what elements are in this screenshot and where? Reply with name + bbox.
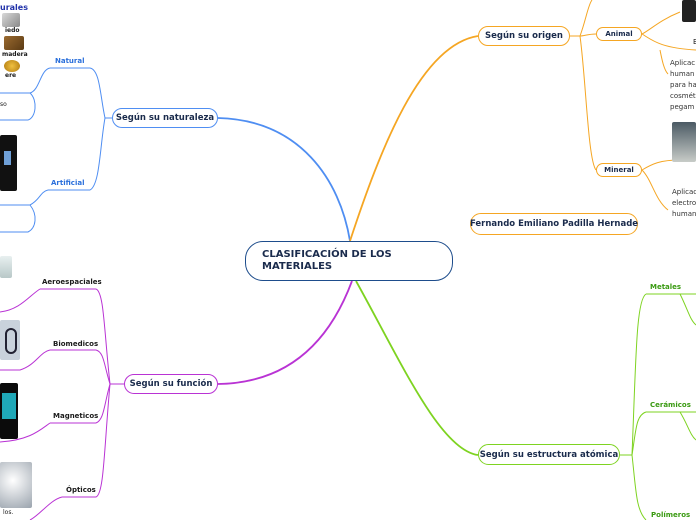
sample-label-2: madera xyxy=(2,51,28,58)
aero-image xyxy=(0,256,12,278)
edge-aero-left xyxy=(0,288,41,313)
branch-estructura-label: Según su estructura atómica xyxy=(479,449,619,460)
animal-desc-line-4: cosmét xyxy=(670,92,696,100)
subnode-animal[interactable]: Animal xyxy=(596,27,642,41)
author-node[interactable]: Fernando Emiliano Padilla Hernade xyxy=(470,213,638,235)
edge-animal-down xyxy=(641,33,696,51)
sample-image-2 xyxy=(4,36,24,50)
label-magneticos-text: Magneticos xyxy=(53,412,99,420)
sample-label-3: ere xyxy=(5,72,16,79)
animal-image xyxy=(682,0,696,22)
sample-text-3: ere xyxy=(5,72,17,79)
edge-mag-left xyxy=(0,422,51,443)
edge-ceramicos-right xyxy=(679,411,696,441)
sample-label-1: iedo xyxy=(5,27,20,34)
sample-text-2: madera xyxy=(2,51,28,58)
mineral-desc-line-2: electro xyxy=(672,199,696,207)
edge-naturaleza-artificial xyxy=(89,117,106,191)
animal-description: Aplicac human para ha cosmét pegam xyxy=(670,58,696,113)
label-ceramicos[interactable]: Cerámicos xyxy=(650,401,691,409)
branch-estructura[interactable]: Según su estructura atómica xyxy=(478,444,620,465)
branch-funcion-label: Según su función xyxy=(129,379,213,389)
animal-desc-line-1: Aplicac xyxy=(670,59,696,67)
animal-tag-text: E xyxy=(693,38,696,46)
root-title: CLASIFICACIÓN DE LOS MATERIALES xyxy=(262,249,392,272)
animal-desc-line-2: human xyxy=(670,70,695,78)
label-aeroespaciales-text: Aeroespaciales xyxy=(42,278,102,286)
branch-naturaleza-label: Según su naturaleza xyxy=(115,113,215,123)
edge-funcion-bio xyxy=(95,349,111,385)
fragment-so: so xyxy=(0,101,7,108)
branch-origen[interactable]: Según su origen xyxy=(478,26,570,46)
label-opticos[interactable]: Ópticos xyxy=(66,486,96,494)
subnode-animal-label: Animal xyxy=(605,30,633,38)
edge-animal-up xyxy=(641,11,681,35)
magnetic-image xyxy=(0,383,18,439)
animal-desc-line-5: pegam xyxy=(670,103,695,111)
label-opticos-text: Ópticos xyxy=(66,486,96,494)
optic-image xyxy=(0,462,32,508)
edge-animal-desc xyxy=(659,49,669,75)
animal-desc-line-3: para ha xyxy=(670,81,696,89)
edge-funcion-opt xyxy=(95,383,111,498)
branch-funcion[interactable]: Según su función xyxy=(124,374,218,394)
label-biomedicos-text: Biomedicos xyxy=(53,340,99,348)
edge-estructura-polimeros xyxy=(631,454,647,520)
edge-estructura-ceramicos xyxy=(631,411,647,456)
label-artificial-text: Artificial xyxy=(51,179,85,187)
fragment-so-text: so xyxy=(0,101,7,108)
edge-artificial-left xyxy=(0,189,49,206)
sample-text-1: iedo xyxy=(5,27,20,34)
label-metales-text: Metales xyxy=(650,283,682,291)
sample-image-1 xyxy=(2,13,20,27)
branch-naturaleza[interactable]: Según su naturaleza xyxy=(112,108,218,128)
label-naturales-corner: urales xyxy=(0,3,28,12)
bio-image xyxy=(0,320,20,360)
label-natural-text: Natural xyxy=(55,57,85,65)
root-node[interactable]: CLASIFICACIÓN DE LOS MATERIALES xyxy=(245,241,453,281)
edge-bio-left xyxy=(0,349,51,371)
label-natural[interactable]: Natural xyxy=(55,57,85,65)
edge-mineral-down xyxy=(641,169,669,211)
sample-image-3 xyxy=(4,60,20,72)
label-biomedicos[interactable]: Biomedicos xyxy=(53,340,98,348)
edge-estructura-metales xyxy=(631,293,647,456)
mineral-desc-line-1: Aplicac xyxy=(672,188,696,196)
label-artificial[interactable]: Artificial xyxy=(51,179,84,187)
edge-naturaleza-natural xyxy=(89,67,106,119)
edge-origen-mineral xyxy=(579,35,597,171)
label-polimeros[interactable]: Polímeros xyxy=(651,511,690,519)
edge-artificial-left2 xyxy=(0,204,36,233)
edge-funcion-aero xyxy=(95,288,111,385)
fragment-los: los. xyxy=(3,509,13,516)
mineral-image xyxy=(672,122,696,162)
label-ceramicos-text: Cerámicos xyxy=(650,401,691,409)
edge-root-estructura xyxy=(355,280,479,456)
branch-origen-label: Según su origen xyxy=(485,31,563,41)
edge-origen-up xyxy=(579,0,593,37)
corner-title-text: urales xyxy=(0,3,28,12)
mineral-desc-line-3: human xyxy=(672,210,696,218)
subnode-mineral[interactable]: Mineral xyxy=(596,163,642,177)
subnode-mineral-label: Mineral xyxy=(604,166,634,174)
mineral-description: Aplicac electro human xyxy=(672,187,696,220)
label-metales[interactable]: Metales xyxy=(650,283,681,291)
edge-root-funcion xyxy=(217,280,353,385)
edge-root-origen xyxy=(349,35,479,242)
author-name: Fernando Emiliano Padilla Hernade xyxy=(469,219,639,229)
animal-tag: E xyxy=(693,38,696,46)
edge-metales-right xyxy=(679,293,696,326)
label-polimeros-text: Polímeros xyxy=(651,511,691,519)
edge-opt-left xyxy=(29,496,63,520)
edge-natural-left2 xyxy=(0,92,36,121)
edge-funcion-mag xyxy=(95,383,111,424)
label-aeroespaciales[interactable]: Aeroespaciales xyxy=(42,278,102,286)
edge-origen-animal xyxy=(579,33,597,37)
edge-root-naturaleza xyxy=(217,117,351,242)
label-magneticos[interactable]: Magneticos xyxy=(53,412,98,420)
artificial-image xyxy=(0,135,17,191)
fragment-los-text: los. xyxy=(3,509,14,516)
